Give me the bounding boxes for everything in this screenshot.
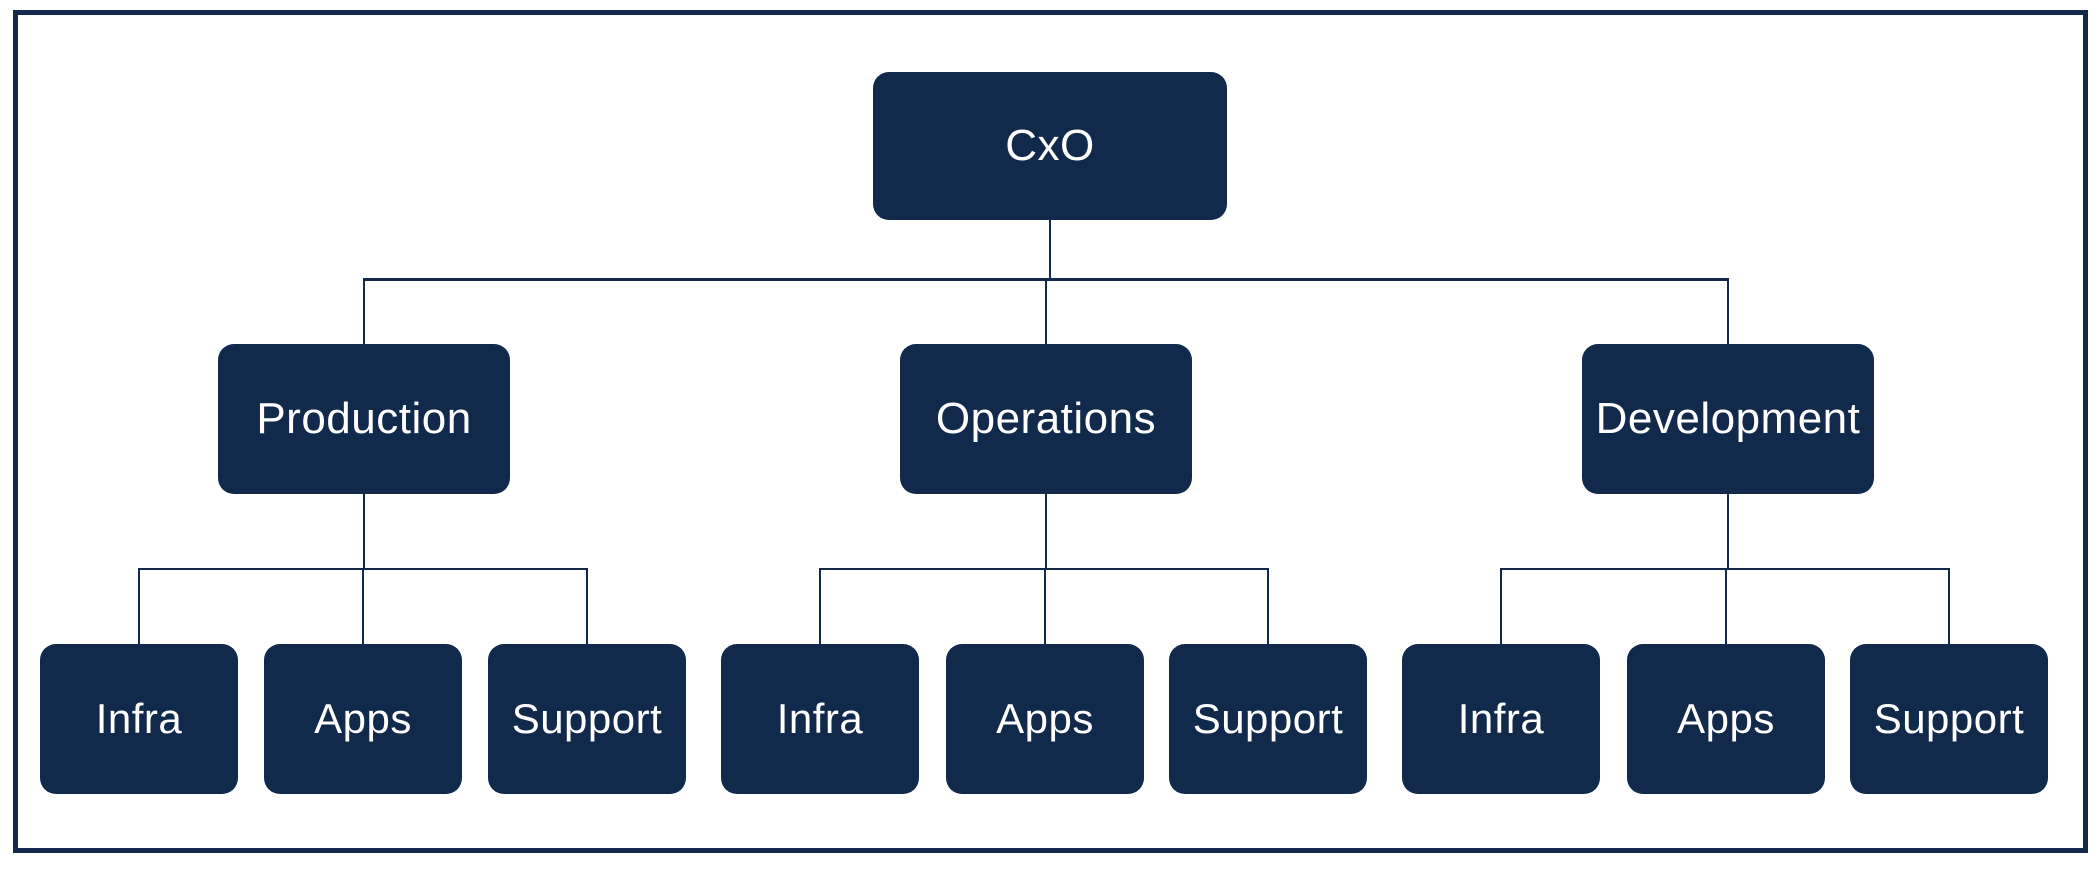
org-node-production-infra: Infra <box>40 644 238 794</box>
org-node-development-support: Support <box>1850 644 2048 794</box>
connector-development-drop-support <box>1948 568 1950 644</box>
org-node-production-apps: Apps <box>264 644 462 794</box>
connector-drop-operations <box>1045 278 1047 344</box>
connector-drop-production <box>363 278 365 344</box>
connector-production-drop-support <box>586 568 588 644</box>
diagram-frame-border <box>13 10 2088 853</box>
connector-root-stub <box>1049 220 1051 280</box>
org-node-production-support: Support <box>488 644 686 794</box>
connector-operations-drop-apps <box>1044 568 1046 644</box>
org-node-cxo: CxO <box>873 72 1227 220</box>
connector-production-drop-infra <box>138 568 140 644</box>
connector-development-drop-apps <box>1725 568 1727 644</box>
connector-development-stub <box>1727 494 1729 569</box>
org-node-production: Production <box>218 344 510 494</box>
org-node-development-infra: Infra <box>1402 644 1600 794</box>
org-node-development-apps: Apps <box>1627 644 1825 794</box>
connector-operations-drop-support <box>1267 568 1269 644</box>
connector-production-drop-apps <box>362 568 364 644</box>
connector-development-drop-infra <box>1500 568 1502 644</box>
connector-production-stub <box>363 494 365 569</box>
org-node-operations-infra: Infra <box>721 644 919 794</box>
org-node-development: Development <box>1582 344 1874 494</box>
connector-operations-stub <box>1045 494 1047 569</box>
connector-operations-drop-infra <box>819 568 821 644</box>
org-node-operations-support: Support <box>1169 644 1367 794</box>
org-node-operations: Operations <box>900 344 1192 494</box>
connector-drop-development <box>1727 278 1729 344</box>
org-node-operations-apps: Apps <box>946 644 1144 794</box>
